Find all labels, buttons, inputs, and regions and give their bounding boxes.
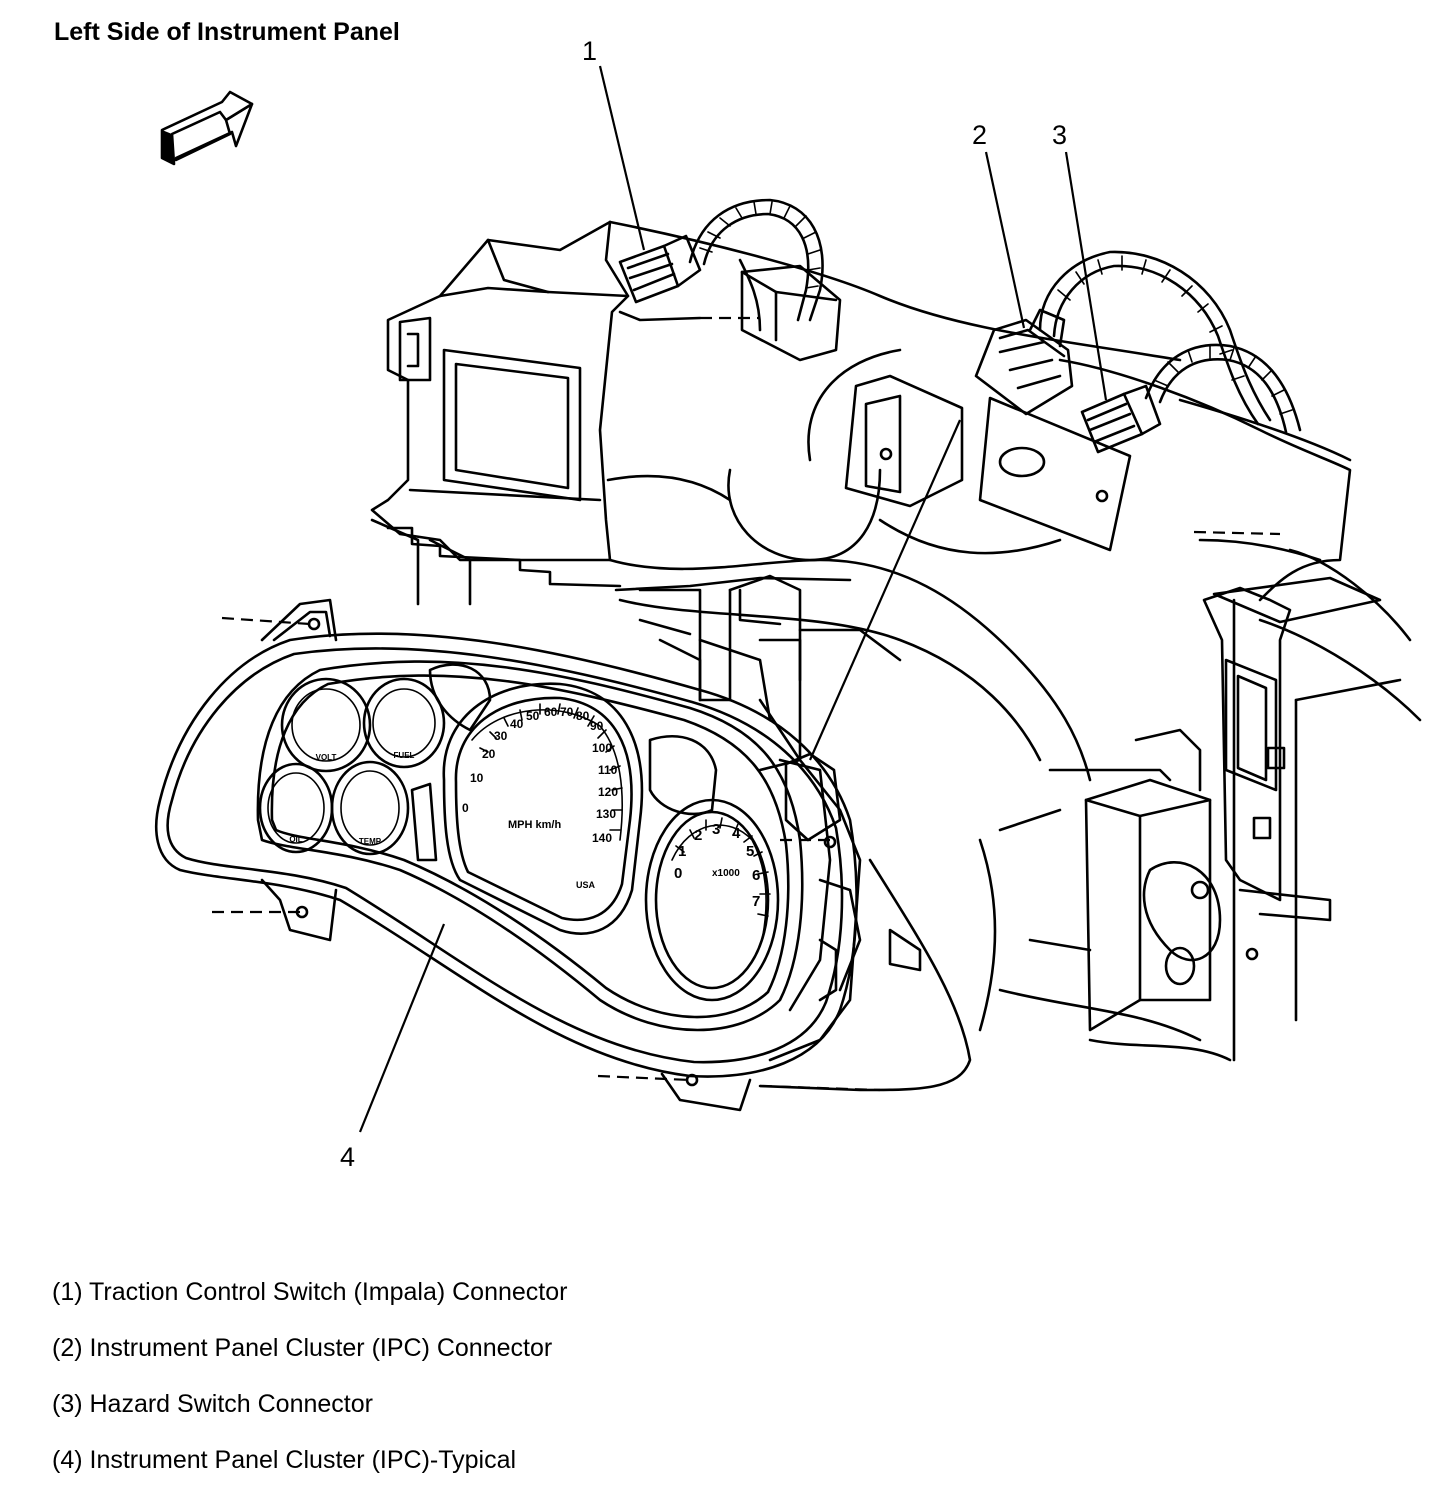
traction-control-connector	[618, 234, 702, 304]
svg-text:7: 7	[752, 893, 760, 910]
traction-control-harness	[688, 198, 842, 362]
svg-text:70: 70	[560, 705, 574, 719]
svg-text:2: 2	[694, 827, 702, 844]
callout-4: 4	[340, 1142, 355, 1172]
callout-leaders	[358, 65, 1108, 1133]
legend-item-instrument-panel-cluster: (4) Instrument Panel Cluster (IPC)-Typic…	[52, 1446, 517, 1474]
instrument-panel-cluster: VOLT FUEL OIL TEMP 10 20 30 40 50 60 70 …	[154, 316, 1281, 1112]
svg-text:20: 20	[482, 747, 496, 761]
legend-item-hazard-switch-connector: (3) Hazard Switch Connector	[52, 1390, 373, 1418]
svg-text:40: 40	[510, 717, 524, 731]
svg-text:10: 10	[470, 771, 484, 785]
dash-structure	[370, 220, 1422, 1092]
callout-2: 2	[972, 120, 987, 150]
svg-text:50: 50	[526, 709, 540, 723]
svg-text:4: 4	[732, 825, 741, 842]
svg-text:30: 30	[494, 729, 508, 743]
svg-text:130: 130	[596, 807, 616, 821]
svg-text:110: 110	[598, 763, 618, 777]
svg-text:100: 100	[592, 741, 612, 755]
svg-text:120: 120	[598, 785, 618, 799]
callout-3: 3	[1052, 120, 1067, 150]
svg-text:VOLT: VOLT	[316, 753, 337, 762]
ipc-connector	[974, 308, 1074, 416]
legend-item-ipc-connector: (2) Instrument Panel Cluster (IPC) Conne…	[52, 1334, 553, 1362]
svg-text:TEMP: TEMP	[359, 837, 382, 846]
svg-text:5: 5	[746, 843, 754, 860]
diagram-title: Left Side of Instrument Panel	[54, 18, 400, 46]
svg-text:0: 0	[462, 801, 469, 815]
forward-direction-arrow-icon	[160, 90, 254, 166]
svg-text:USA: USA	[576, 880, 596, 890]
hazard-switch-connector	[1080, 384, 1162, 454]
svg-text:MPH km/h: MPH km/h	[508, 819, 561, 831]
component-legend: (1) Traction Control Switch (Impala) Con…	[52, 1276, 567, 1500]
svg-text:60: 60	[544, 705, 558, 719]
svg-text:140: 140	[592, 831, 612, 845]
svg-text:x1000: x1000	[712, 868, 740, 879]
callout-1: 1	[582, 36, 597, 66]
legend-item-traction-control-connector: (1) Traction Control Switch (Impala) Con…	[52, 1278, 568, 1306]
svg-text:1: 1	[678, 843, 686, 860]
svg-text:3: 3	[712, 821, 720, 838]
svg-text:90: 90	[590, 719, 604, 733]
svg-text:0: 0	[674, 865, 682, 882]
svg-text:6: 6	[752, 867, 760, 884]
svg-text:OIL: OIL	[289, 835, 302, 844]
instrument-panel-illustration: VOLT FUEL OIL TEMP 10 20 30 40 50 60 70 …	[154, 36, 1422, 1172]
svg-text:FUEL: FUEL	[394, 751, 415, 760]
svg-text:80: 80	[576, 709, 590, 723]
right-harness	[1038, 250, 1302, 434]
